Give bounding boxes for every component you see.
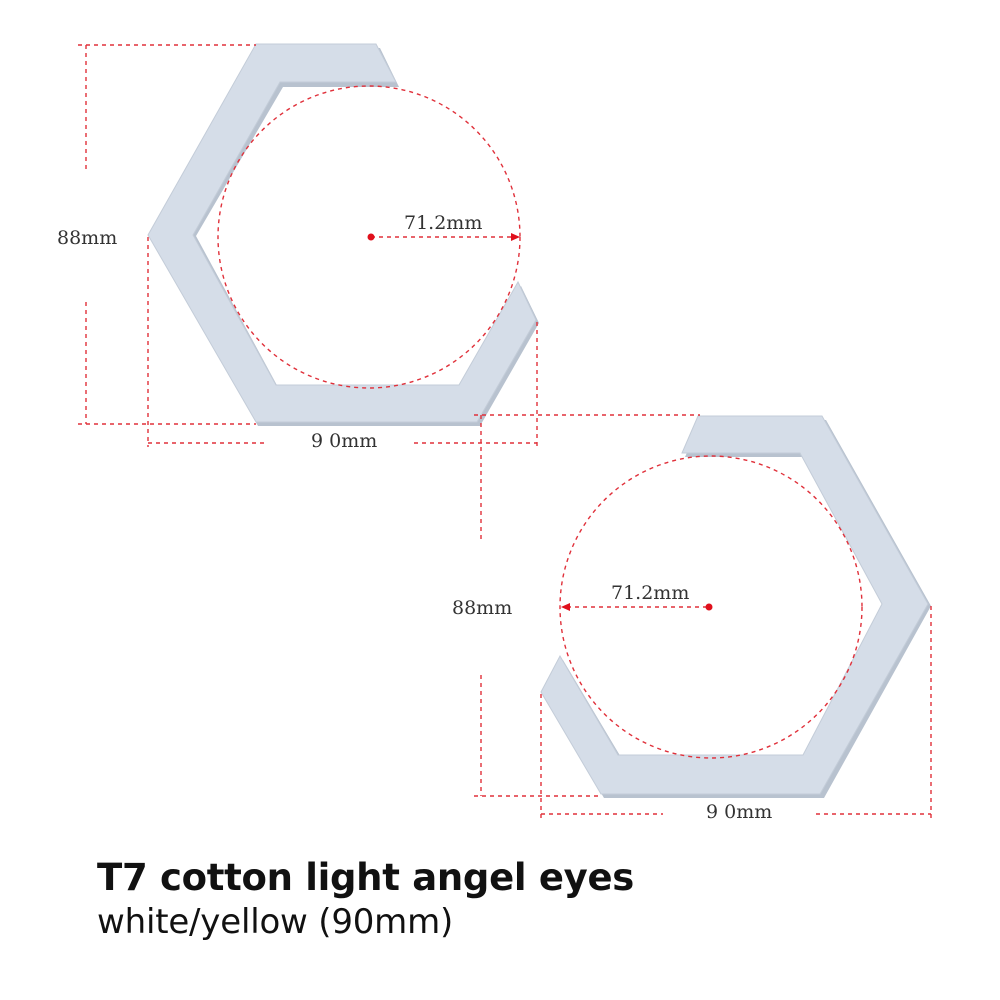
ring-1: 71.2mm 88mm 9 0mm: [57, 43, 539, 452]
ring-1-edge: [150, 48, 539, 426]
ring-1-radius-arrow: [511, 233, 520, 241]
ring-2-body: [540, 415, 929, 795]
ring-1-height-label: 88mm: [57, 227, 117, 249]
ring-1-body: [147, 43, 537, 423]
ring-2-width-label: 9 0mm: [706, 801, 772, 823]
ring-2-center-dot: [705, 603, 713, 611]
ring-2: 71.2mm 88mm 9 0mm: [452, 414, 932, 823]
product-subtitle: white/yellow (90mm): [97, 902, 454, 942]
ring-1-center-dot: [367, 233, 375, 241]
product-title: T7 cotton light angel eyes: [97, 856, 634, 899]
ring-2-height-label: 88mm: [452, 597, 512, 619]
ring-2-radius-arrow: [561, 603, 570, 611]
ring-1-width-label: 9 0mm: [311, 430, 377, 452]
ring-2-inner-circle: [559, 455, 863, 759]
ring-2-radius-label: 71.2mm: [611, 582, 689, 604]
ring-1-radius-label: 71.2mm: [404, 212, 482, 234]
